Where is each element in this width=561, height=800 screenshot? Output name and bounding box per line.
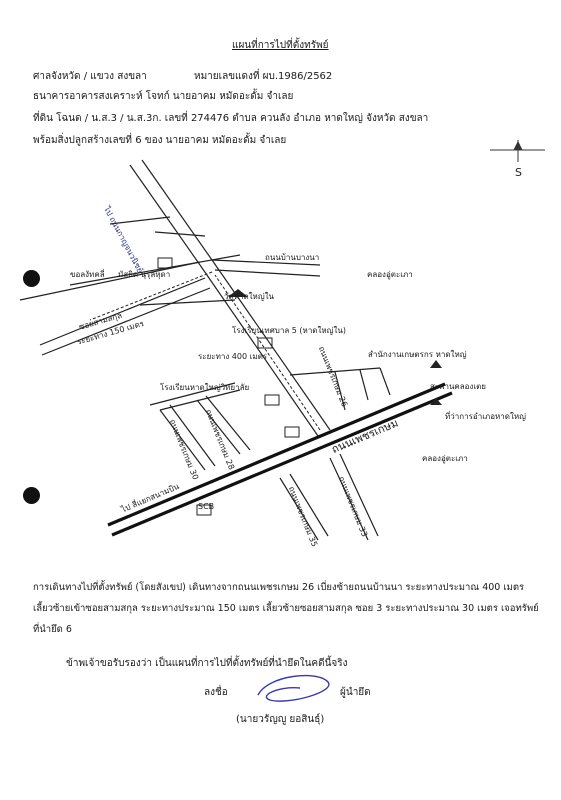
directions-line-1: การเดินทางไปที่ตั้งทรัพย์ (โดยสังเขป) เด… [33, 582, 525, 593]
court-line: ศาลจังหวัด / แขวง สงขลา [33, 71, 147, 82]
punch-hole-top [23, 270, 40, 287]
building-line: พร้อมสิ่งปลูกสร้างเลขที่ 6 ของ นายอาคม ห… [33, 135, 287, 146]
road-28-b [205, 395, 251, 451]
road-school-right [159, 389, 241, 411]
label-temple: วัดหาดใหญ่ใน [224, 292, 275, 301]
land-line: ที่ดิน โฉนด / น.ส.3 / น.ส.3ก. เลขที่ 274… [33, 113, 429, 124]
road-right-3 [359, 369, 369, 401]
temple-icon [228, 289, 248, 297]
school-icon [257, 337, 273, 349]
road-right-4 [379, 367, 391, 396]
bank-icon [284, 426, 300, 438]
punch-hole-bottom [23, 487, 40, 504]
label-mosque: มัสยิด นุรุลหุดา [118, 270, 171, 279]
road-left-1 [39, 277, 206, 346]
road-bannana-top [211, 259, 321, 266]
phetkasem-road-1 [107, 382, 446, 527]
compass-south-label: S [515, 166, 522, 179]
road-35-a [279, 477, 319, 541]
plaintiff-line: ธนาคารอาคารสงเคราะห์ โจทก์ นายอาคม หมัดอ… [33, 91, 294, 102]
label-cross-road: ขอลงัทคลี่ [70, 270, 105, 279]
label-school2: โรงเรียนหาดใหญ่วิทยาลัย [160, 383, 250, 392]
road-top-left [129, 164, 201, 266]
label-bannana-road: ถนนบ้านบางนา [265, 253, 320, 262]
road-26-left [199, 264, 319, 437]
directions-line-2: เลี้ยวซ้ายเข้าซอยสามสกุล ระยะทางประมาณ 1… [33, 603, 539, 614]
directions-line-3: ที่นำยึด 6 [33, 624, 72, 635]
label-scb: SCB [198, 502, 215, 511]
phetkasem-road-2 [111, 391, 453, 537]
certify-statement: ข้าพเจ้าขอรับรองว่า เป็นแผนที่การไปที่ตั… [66, 658, 348, 669]
label-office: สำนักงานเกษตรกร หาดใหญ่ [368, 350, 467, 359]
route-line-soi [89, 271, 213, 321]
road-30-a [159, 409, 206, 471]
mosque-icon [157, 257, 173, 269]
road-30-b [169, 404, 216, 467]
small-road-1 [109, 216, 171, 225]
road-left-2 [41, 287, 211, 356]
road-26-right [211, 259, 331, 431]
small-road-2 [69, 254, 241, 286]
road-right-1 [289, 367, 381, 376]
label-canal-top: คลองอู่ตะเภา [367, 270, 413, 279]
page-title: แผนที่การไปที่ตั้งทรัพย์ [232, 40, 329, 51]
road-bannana-bottom [214, 269, 321, 277]
route-line-26 [214, 274, 321, 431]
role-label: ผู้นำยึด [340, 687, 371, 698]
road-right-2 [334, 371, 346, 411]
cross-road-1 [19, 261, 201, 301]
road-33-a [329, 457, 369, 541]
label-district-office: ที่ว่าการอำเภอหาดใหญ่ [445, 412, 526, 421]
label-canal-bottom: คลองอู่ตะเภา [422, 454, 468, 463]
school2-icon [264, 394, 280, 406]
compass-icon [490, 140, 545, 162]
road-35-b [289, 473, 329, 537]
office-icon [430, 360, 442, 368]
small-road-4 [139, 299, 236, 306]
label-canal-bridge: สะพานคลองเตย [430, 382, 486, 391]
case-number-line: หมายเลขแดงที่ ผบ.1986/2562 [194, 71, 333, 82]
signature [257, 674, 330, 702]
label-distance-400: ระยะทาง 400 เมตร [198, 352, 268, 361]
bridge-icon [430, 398, 442, 405]
sign-label: ลงชื่อ [204, 687, 228, 698]
scb-icon [196, 504, 212, 516]
label-school1: โรงเรียนเทศบาล 5 (หาดใหญ่ใน) [232, 326, 346, 335]
road-school-left [149, 382, 236, 406]
road-top-right [141, 159, 213, 261]
small-road-3 [154, 231, 206, 237]
signer-name: (นายวรัญญู ยอสินธุ์) [236, 714, 325, 725]
road-33-b [339, 453, 379, 537]
road-28-a [196, 399, 241, 455]
